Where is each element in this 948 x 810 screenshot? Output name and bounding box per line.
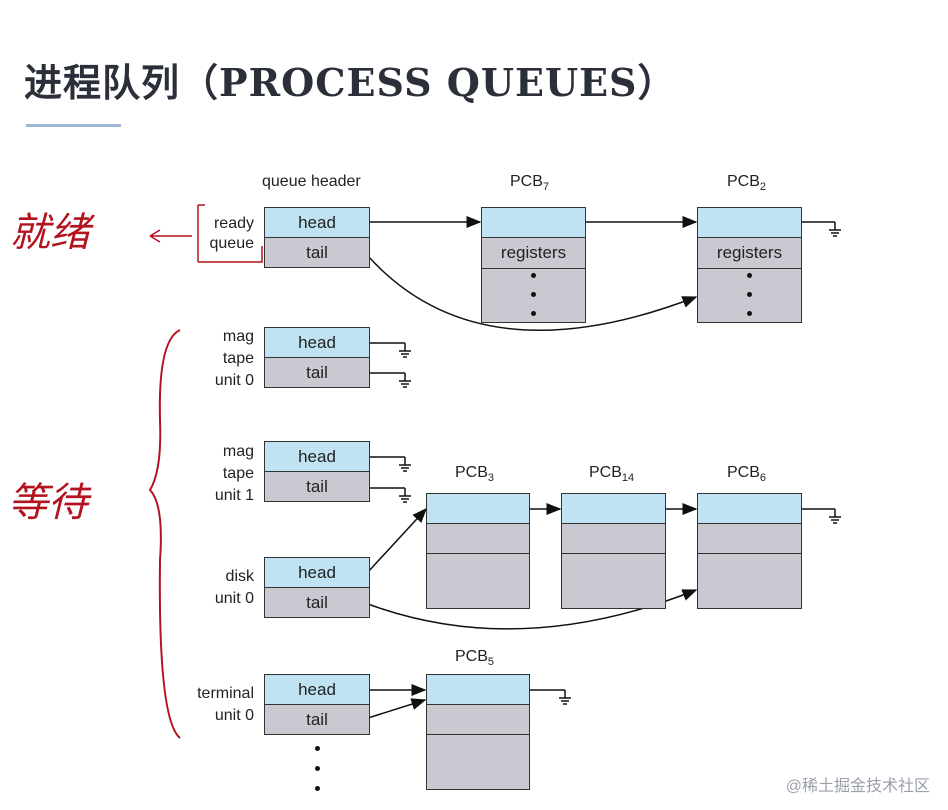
title-underline: [26, 124, 121, 127]
page-title: 进程队列（PROCESS QUEUES）: [24, 60, 677, 105]
ready-queue-tail: tail: [264, 237, 370, 268]
pcb14-pointer: [561, 493, 666, 524]
continuation-dot: [315, 766, 320, 771]
pcb6-row: [697, 523, 802, 554]
continuation-dot: [315, 786, 320, 791]
watermark: @稀土掘金技术社区: [785, 778, 930, 795]
pcb7-dot: [531, 311, 536, 316]
queue-label-line: mag: [222, 443, 254, 460]
pcb7-dot: [531, 273, 536, 278]
queue-label-line: mag: [222, 328, 254, 345]
terminal-0-tail: tail: [264, 704, 370, 735]
pcb2-dot: [747, 292, 752, 297]
pcb5-body: [426, 734, 530, 790]
terminal-0-head: head: [264, 674, 370, 705]
mag-tape-1-tail: tail: [264, 471, 370, 502]
pcb5-pointer: [426, 674, 530, 705]
pcb14-label: PCB14: [589, 464, 635, 485]
queue-label-line: disk: [225, 568, 254, 585]
pcb3-body: [426, 553, 530, 609]
pcb3-row: [426, 523, 530, 554]
queue-label-disk-0: disk unit 0: [190, 566, 254, 610]
pcb3-pointer: [426, 493, 530, 524]
pcb7-dot: [531, 292, 536, 297]
queue-label-line: unit 1: [214, 487, 254, 504]
queue-label-line: queue: [209, 235, 255, 252]
queue-header-label: queue header: [262, 173, 361, 190]
pcb7-pointer: [481, 207, 586, 238]
pcb14-body: [561, 553, 666, 609]
pcb7-registers: registers: [481, 237, 586, 269]
queue-label-line: ready: [213, 215, 254, 232]
queue-label-terminal-0: terminal unit 0: [180, 683, 254, 727]
queue-label-line: terminal: [197, 685, 254, 702]
pcb2-dot: [747, 311, 752, 316]
waiting-annotation: 等待: [8, 480, 88, 526]
pcb2-pointer: [697, 207, 802, 238]
pcb7-label: PCB7: [510, 173, 550, 194]
queue-label-line: tape: [222, 465, 254, 482]
disk-0-tail: tail: [264, 587, 370, 618]
pcb2-label: PCB2: [727, 173, 767, 194]
pcb14-row: [561, 523, 666, 554]
queue-label-mag-tape-1: mag tape unit 1: [190, 441, 254, 507]
pcb5-label: PCB5: [455, 648, 495, 669]
mag-tape-0-tail: tail: [264, 357, 370, 388]
queue-label-ready: ready queue: [196, 214, 255, 254]
pcb5-row: [426, 704, 530, 735]
pcb2-registers: registers: [697, 237, 802, 269]
pcb3-label: PCB3: [455, 464, 495, 485]
ready-annotation: 就绪: [10, 210, 90, 256]
ready-queue-head: head: [264, 207, 370, 238]
pcb2-dot: [747, 273, 752, 278]
queue-label-line: unit 0: [214, 590, 254, 607]
queue-label-line: unit 0: [214, 372, 254, 389]
pcb6-pointer: [697, 493, 802, 524]
pcb6-label: PCB6: [727, 464, 767, 485]
queue-label-line: unit 0: [214, 707, 254, 724]
pcb6-body: [697, 553, 802, 609]
continuation-dot: [315, 746, 320, 751]
queue-label-mag-tape-0: mag tape unit 0: [190, 326, 254, 392]
mag-tape-1-head: head: [264, 441, 370, 472]
queue-label-line: tape: [222, 350, 254, 367]
mag-tape-0-head: head: [264, 327, 370, 358]
disk-0-head: head: [264, 557, 370, 588]
